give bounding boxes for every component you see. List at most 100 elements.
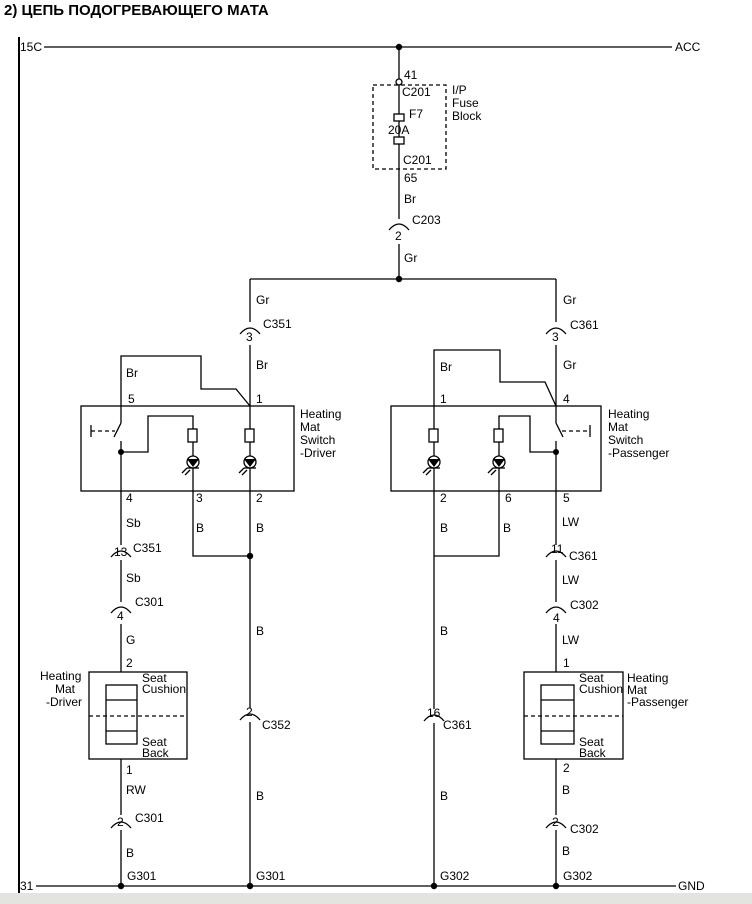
svg-text:6: 6 [505,491,512,505]
feed-wire: Br 2 C203 Gr [250,192,556,283]
rail-31-label: 31 [20,879,34,893]
svg-text:Heating: Heating [40,669,81,683]
svg-text:G301: G301 [256,869,286,883]
svg-text:Back: Back [579,746,607,760]
svg-text:C201: C201 [403,153,432,167]
svg-text:3: 3 [196,491,203,505]
heating-mat-driver: 2 1 Heating Mat -Driver Seat Cushion Sea… [40,656,188,886]
svg-text:Seat: Seat [142,671,167,685]
passenger-lower-wiring: B B B 16 C361 B LW 11 C361 LW 4 C302 LW [423,491,599,886]
svg-text:2: 2 [126,656,133,670]
svg-text:4: 4 [117,609,124,623]
svg-text:Cushion: Cushion [142,682,186,696]
driver-feed-branch: Gr 3 C351 Br [239,279,292,406]
svg-text:C302: C302 [570,822,599,836]
svg-text:C203: C203 [412,213,441,227]
heating-mat-switch-passenger: Br 1 4 Heating Mat Switch -Passenger [390,349,669,505]
svg-text:B: B [256,789,264,803]
frame-border [18,37,20,897]
svg-text:Seat: Seat [579,735,604,749]
svg-text:G301: G301 [127,869,157,883]
svg-text:11: 11 [551,542,564,556]
svg-text:13: 13 [114,545,128,559]
rail-gnd-label: GND [678,879,705,893]
svg-text:B: B [440,624,448,638]
svg-text:Seat: Seat [579,671,604,685]
svg-text:5: 5 [563,491,570,505]
svg-text:16: 16 [427,706,441,720]
svg-text:C361: C361 [443,718,472,732]
bottom-strip [0,893,752,904]
svg-text:Heating: Heating [627,671,668,685]
svg-text:C201: C201 [402,85,431,99]
svg-text:2: 2 [395,229,402,243]
svg-text:Mat: Mat [300,420,321,434]
svg-text:Br: Br [256,358,268,372]
svg-text:-Driver: -Driver [300,446,336,460]
svg-text:B: B [562,844,570,858]
svg-text:Heating: Heating [608,407,649,421]
svg-text:B: B [440,789,448,803]
svg-text:1: 1 [126,763,133,777]
svg-text:3: 3 [552,330,559,344]
svg-text:B: B [503,521,511,535]
svg-text:B: B [196,521,204,535]
svg-text:Br: Br [440,360,452,374]
svg-text:Gr: Gr [563,358,576,372]
svg-text:C351: C351 [263,317,292,331]
fuse-block: 41 C201 I/P Fuse Block F7 20A C201 65 [372,47,482,219]
svg-text:B: B [256,521,264,535]
svg-text:LW: LW [562,633,580,647]
svg-text:Gr: Gr [563,293,576,307]
svg-text:-Passenger: -Passenger [608,446,669,460]
svg-text:Sb: Sb [126,571,141,585]
svg-text:B: B [256,624,264,638]
heating-mat-passenger: 1 2 Heating Mat -Passenger Seat Cushion … [523,656,688,886]
heating-mat-switch-driver: Br 5 1 Heating Mat Switch -Driver [80,355,341,505]
svg-text:LW: LW [562,515,580,529]
svg-text:Mat: Mat [55,682,76,696]
ground-rail: 31 GND [20,879,705,893]
ground-labels: G301 G301 G302 G302 [127,869,593,883]
svg-text:Sb: Sb [126,516,141,530]
svg-text:C301: C301 [135,595,164,609]
svg-text:LW: LW [562,573,580,587]
svg-text:Fuse: Fuse [452,96,479,110]
svg-text:3: 3 [246,330,253,344]
svg-text:G302: G302 [440,869,470,883]
svg-text:C302: C302 [570,598,599,612]
svg-text:2: 2 [117,815,124,829]
svg-text:G302: G302 [563,869,593,883]
svg-text:1: 1 [256,392,263,406]
svg-text:Br: Br [404,192,416,206]
svg-text:I/P: I/P [452,83,467,97]
svg-text:2: 2 [440,491,447,505]
svg-text:Switch: Switch [608,433,643,447]
svg-text:B: B [126,846,134,860]
fuse-rating-label: 20A [388,123,409,137]
svg-text:C352: C352 [262,718,291,732]
svg-text:5: 5 [128,392,135,406]
diagram-title: 2) ЦЕПЬ ПОДОГРЕВАЮЩЕГО МАТА [4,2,269,19]
svg-text:2: 2 [563,761,570,775]
svg-text:-Passenger: -Passenger [627,695,688,709]
svg-text:Cushion: Cushion [579,682,623,696]
svg-text:-Driver: -Driver [46,695,82,709]
svg-text:Mat: Mat [608,420,629,434]
svg-text:Switch: Switch [300,433,335,447]
svg-text:C361: C361 [570,318,599,332]
svg-text:Heating: Heating [300,407,341,421]
svg-text:G: G [126,633,135,647]
svg-text:RW: RW [126,783,146,797]
passenger-feed-branch: Gr 3 C361 Gr [545,279,599,406]
svg-text:1: 1 [563,656,570,670]
svg-text:Br: Br [126,366,138,380]
svg-text:41: 41 [404,68,418,82]
rail-acc-label: ACC [675,40,701,54]
svg-text:B: B [440,521,448,535]
svg-text:65: 65 [404,171,418,185]
svg-text:B: B [562,783,570,797]
svg-text:4: 4 [553,611,560,625]
svg-text:Gr: Gr [404,251,417,265]
